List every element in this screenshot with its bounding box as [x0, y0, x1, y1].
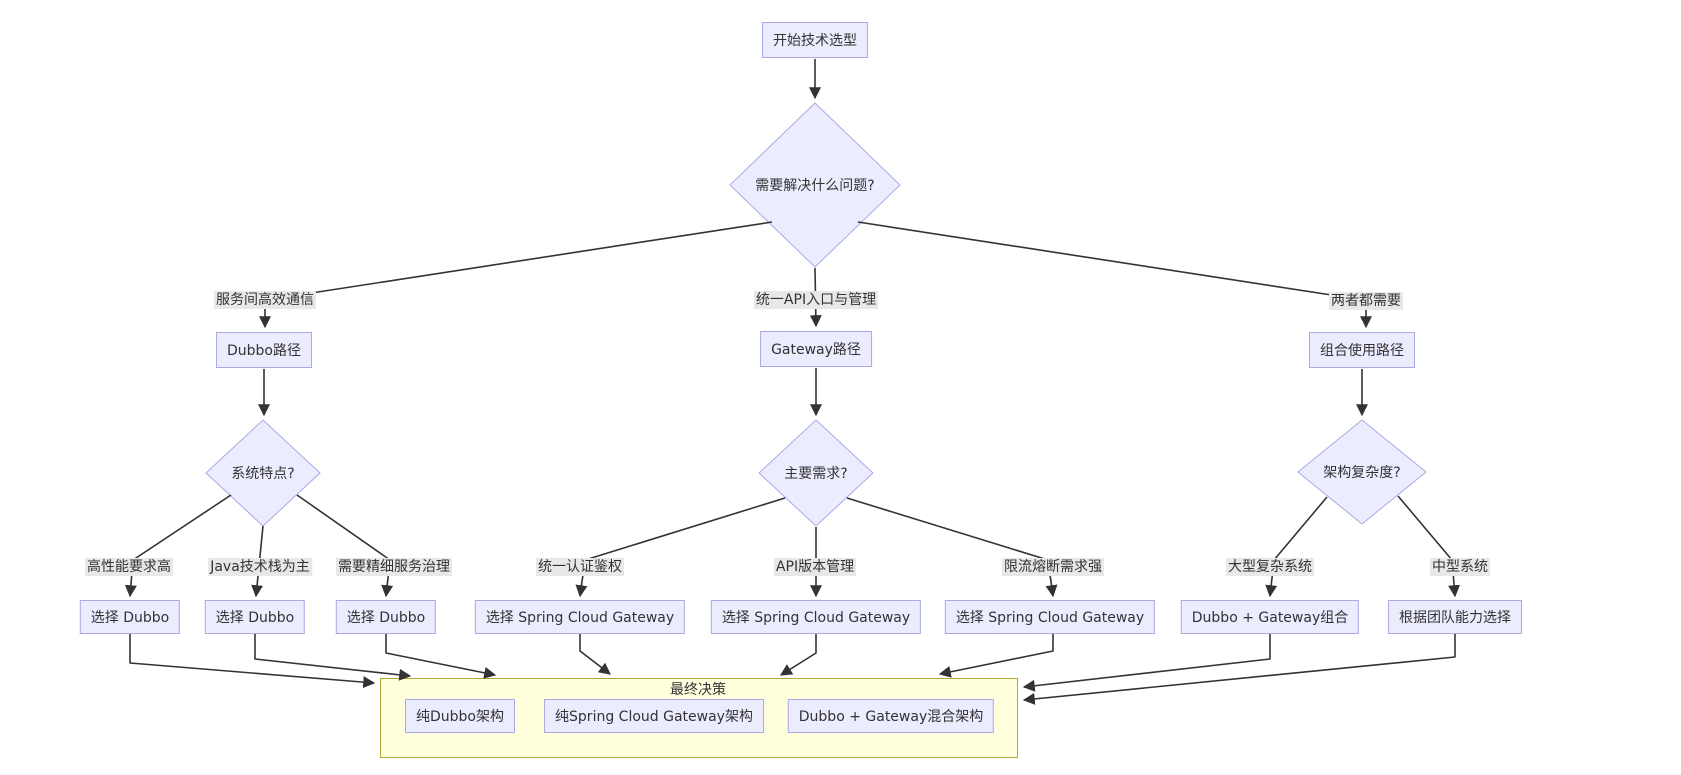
- arrow-result3-to-final: [385, 634, 497, 679]
- edge-label-dubbo-case-2: Java技术栈为主: [208, 558, 312, 576]
- node-start: 开始技术选型: [762, 22, 868, 58]
- node-result-dubbo-2: 选择 Dubbo: [204, 600, 306, 634]
- edge-label-gateway-branch: 统一API入口与管理: [753, 291, 879, 309]
- arrow-dubbo-case-3: [296, 494, 394, 598]
- arrow-result1-to-final: [129, 634, 376, 689]
- arrow-result5-to-final: [779, 634, 817, 676]
- node-final-option-2: 纯Spring Cloud Gateway架构: [544, 699, 764, 733]
- edge-root-to-combined: [857, 221, 1339, 297]
- root-question-diamond: [729, 102, 901, 268]
- node-result-gateway-2: 选择 Spring Cloud Gateway: [710, 600, 922, 634]
- arrow-result8-to-final: [1022, 634, 1456, 705]
- edge-label-combined-branch: 两者都需要: [1329, 292, 1403, 310]
- edge-label-dubbo-branch: 服务间高效通信: [214, 291, 316, 309]
- node-final-option-3: Dubbo + Gateway混合架构: [787, 699, 995, 733]
- arrow-gateway-case-1: [575, 497, 786, 598]
- arrow-result7-to-final: [1022, 634, 1271, 692]
- node-result-gateway-3: 选择 Spring Cloud Gateway: [944, 600, 1156, 634]
- node-dubbo-path: Dubbo路径: [216, 332, 312, 368]
- gateway-question-diamond: [758, 419, 874, 527]
- edge-label-combined-case-2: 中型系统: [1430, 558, 1490, 576]
- arrow-result2-to-final: [254, 634, 412, 681]
- arrow-result6-to-final: [938, 634, 1054, 678]
- dubbo-question-label: 系统特点?: [231, 466, 295, 482]
- node-result-combined-1: Dubbo + Gateway组合: [1180, 600, 1360, 634]
- edge-label-gateway-case-1: 统一认证鉴权: [536, 558, 624, 576]
- node-result-dubbo-1: 选择 Dubbo: [79, 600, 181, 634]
- arrow-result4-to-final: [579, 634, 611, 675]
- arrow-combined-case-1: [1265, 496, 1328, 598]
- node-result-gateway-1: 选择 Spring Cloud Gateway: [474, 600, 686, 634]
- node-final-option-1: 纯Dubbo架构: [405, 699, 515, 733]
- node-combined-path: 组合使用路径: [1309, 332, 1415, 368]
- node-result-dubbo-3: 选择 Dubbo: [335, 600, 437, 634]
- edge-label-combined-case-1: 大型复杂系统: [1226, 558, 1314, 576]
- edge-label-dubbo-case-3: 需要精细服务治理: [336, 558, 452, 576]
- root-question-label: 需要解决什么问题?: [755, 178, 875, 194]
- combined-question-label: 架构复杂度?: [1323, 465, 1401, 481]
- edge-label-dubbo-case-1: 高性能要求高: [85, 558, 173, 576]
- arrow-gateway-case-3: [846, 497, 1058, 598]
- combined-question-diamond: [1297, 419, 1427, 525]
- edge-label-gateway-case-2: API版本管理: [773, 558, 857, 576]
- node-result-combined-2: 根据团队能力选择: [1388, 600, 1522, 634]
- node-gateway-path: Gateway路径: [760, 331, 872, 367]
- edge-root-to-dubbo: [291, 221, 773, 297]
- arrow-combined-case-2: [1397, 495, 1461, 598]
- final-cluster-title: 最终决策: [670, 682, 726, 698]
- gateway-question-label: 主要需求?: [784, 466, 848, 482]
- arrow-dubbo-case-1: [124, 494, 232, 598]
- edge-label-gateway-case-3: 限流熔断需求强: [1002, 558, 1104, 576]
